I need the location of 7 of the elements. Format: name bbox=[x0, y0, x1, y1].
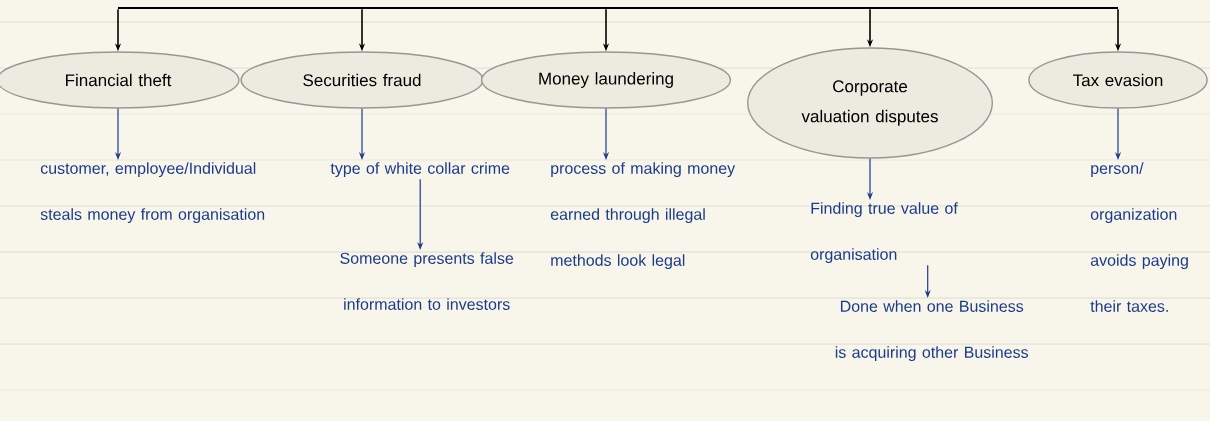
note-text: customer, employee/Individual steals money from organisation bbox=[40, 162, 265, 224]
note-text: type of white collar crime bbox=[330, 162, 510, 178]
note-text: process of making money earned through illegal methods look legal bbox=[550, 162, 736, 270]
note-text: Finding true value of organisation bbox=[810, 202, 958, 264]
note-text: Done when one Business is acquiring other Business bbox=[835, 300, 1028, 362]
note-text: Someone presents false information to investors bbox=[340, 252, 514, 310]
note-text: person/ organization avoids paying their taxes. bbox=[1090, 162, 1188, 312]
